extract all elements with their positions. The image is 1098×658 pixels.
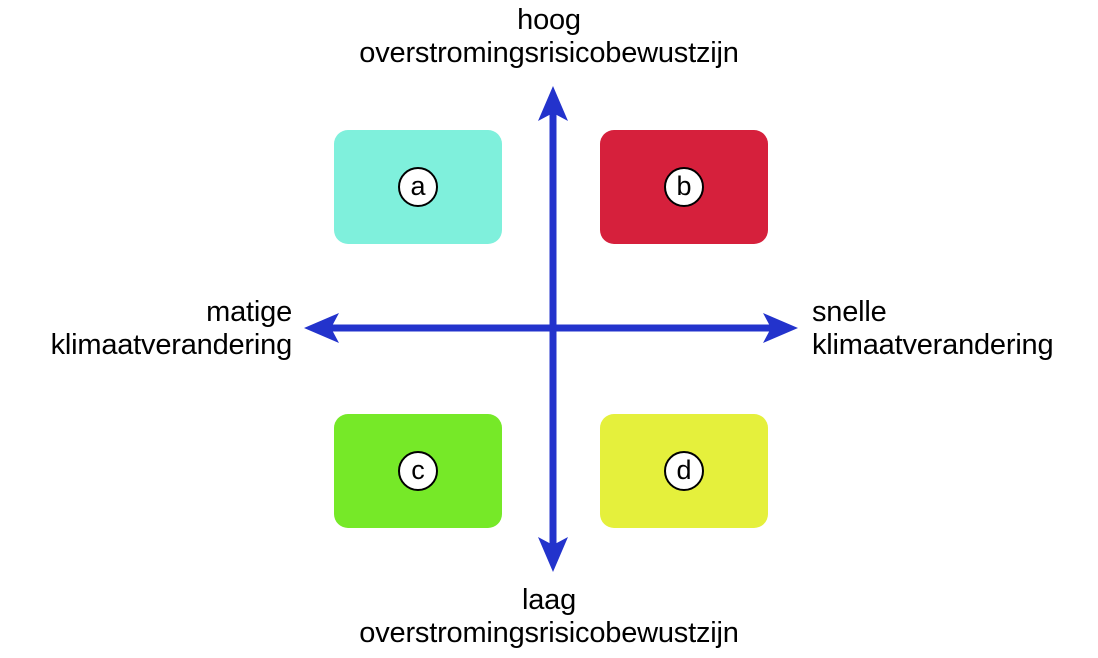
axis-label-right: snelle klimaatverandering xyxy=(812,296,1098,362)
arrowhead-right-icon xyxy=(763,313,798,343)
arrowhead-up-icon xyxy=(538,86,568,121)
axis-label-bottom-line1: laag xyxy=(521,584,577,616)
horizontal-axis-arrow xyxy=(304,313,798,343)
axis-label-left-line1: matige xyxy=(206,296,292,328)
axis-label-right-line2: klimaatverandering xyxy=(812,329,1054,361)
quadrant-badge-b: b xyxy=(664,167,704,207)
quadrant-badge-a: a xyxy=(398,167,438,207)
axis-label-bottom-line2: overstromingsrisicobewustzijn xyxy=(359,617,739,649)
quadrant-badge-c: c xyxy=(398,451,438,491)
quadrant-label-b: b xyxy=(676,170,692,201)
axis-label-top-line2: overstromingsrisicobewustzijn xyxy=(359,37,739,69)
axis-label-bottom: laag overstromingsrisicobewustzijn xyxy=(0,584,1098,650)
axis-label-left: matige klimaatverandering xyxy=(0,296,293,362)
axis-label-left-line2: klimaatverandering xyxy=(50,329,293,361)
axis-label-right-line1: snelle xyxy=(812,296,887,328)
quadrant-box-a[interactable]: a xyxy=(334,130,502,244)
arrowhead-left-icon xyxy=(304,313,339,343)
axis-label-top-line1: hoog xyxy=(517,4,581,36)
quadrant-label-d: d xyxy=(676,454,692,485)
quadrant-label-c: c xyxy=(411,454,425,485)
quadrant-label-a: a xyxy=(410,170,426,201)
arrowhead-down-icon xyxy=(538,537,568,572)
quadrant-box-c[interactable]: c xyxy=(334,414,502,528)
quadrant-box-b[interactable]: b xyxy=(600,130,768,244)
axis-label-top: hoog overstromingsrisicobewustzijn xyxy=(0,4,1098,70)
quadrant-box-d[interactable]: d xyxy=(600,414,768,528)
quadrant-badge-d: d xyxy=(664,451,704,491)
